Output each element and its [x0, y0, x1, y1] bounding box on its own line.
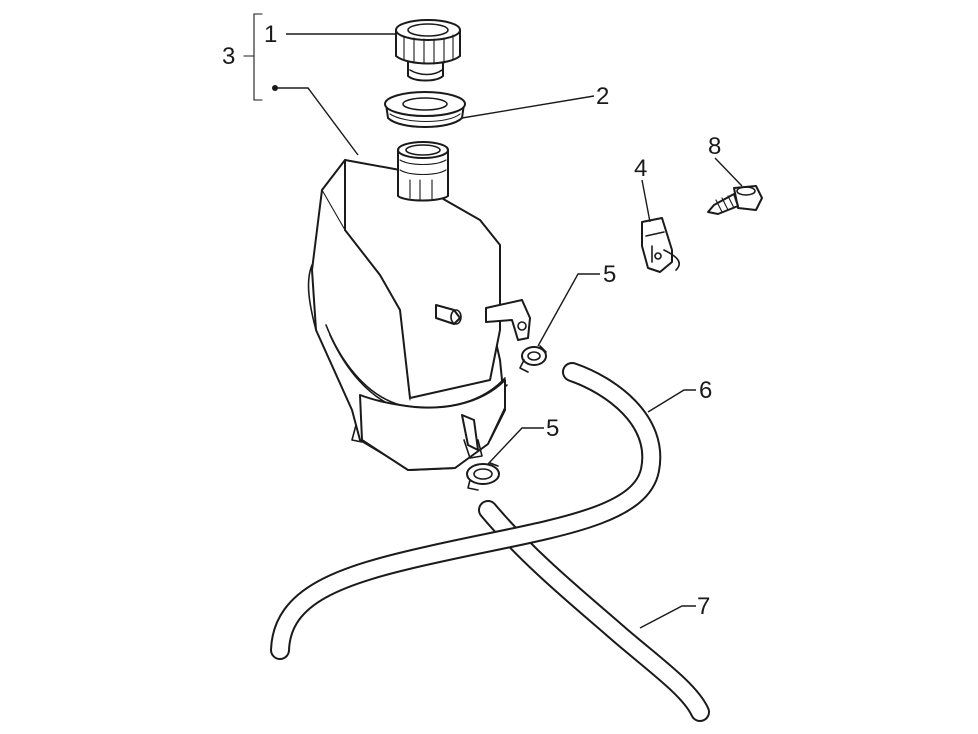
- callout-5-lower: 5: [546, 415, 559, 442]
- seal-ring: [384, 91, 466, 128]
- callout-7: 7: [697, 593, 710, 620]
- leader-lines: [243, 13, 743, 629]
- callout-1: 1: [264, 21, 277, 48]
- callout-8: 8: [708, 133, 721, 160]
- hose-7: [478, 500, 710, 722]
- filler-cap: [395, 19, 461, 82]
- hose-6: [270, 362, 662, 660]
- hose-clamp-lower: [466, 462, 500, 491]
- callout-6: 6: [699, 377, 712, 404]
- callout-4: 4: [634, 155, 647, 182]
- self-tapping-screw: [707, 185, 763, 215]
- expansion-tank: [307, 141, 531, 471]
- callout-5-upper: 5: [603, 261, 616, 288]
- callout-3: 3: [222, 43, 235, 70]
- callout-2: 2: [596, 83, 609, 110]
- hose-clamp-upper: [519, 345, 547, 373]
- spring-clip: [641, 217, 680, 273]
